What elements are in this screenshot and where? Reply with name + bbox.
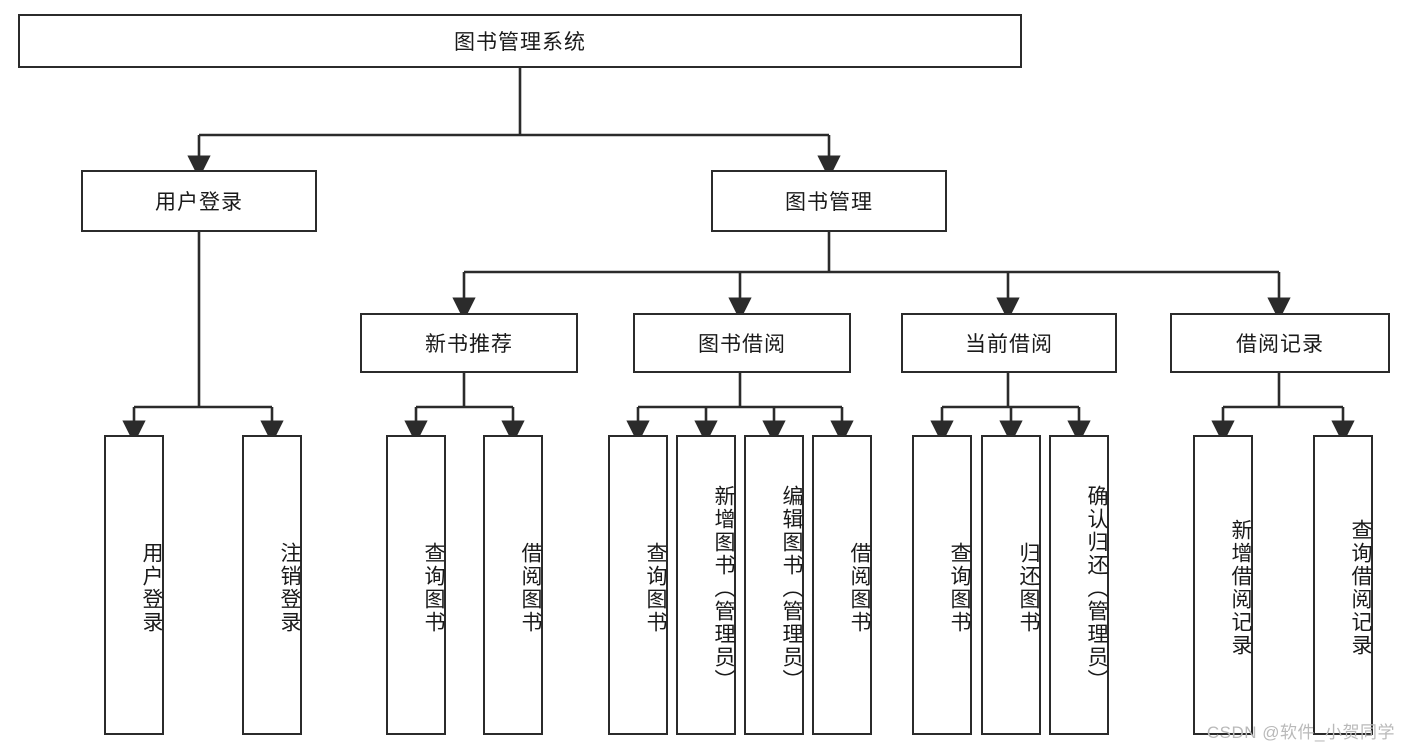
node-label: 查询借阅记录 [1349,519,1372,657]
node-label: 查询图书 [422,542,445,634]
leaf-borrow-add-book-admin[interactable]: 新增图书（管理员） [676,435,736,735]
leaf-current-return-book[interactable]: 归还图书 [981,435,1041,735]
leaf-current-confirm-return-admin[interactable]: 确认归还（管理员） [1049,435,1109,735]
node-label: 归还图书 [1017,542,1040,634]
node-label: 借阅图书 [848,542,871,634]
node-label: 图书管理 [785,191,873,214]
node-label: 查询图书 [644,542,667,634]
node-label: 新增图书（管理员） [712,484,735,692]
leaf-recommend-query-book[interactable]: 查询图书 [386,435,446,735]
node-label: 查询图书 [948,542,971,634]
node-label: 确认归还（管理员） [1085,484,1108,692]
node-label: 新增借阅记录 [1229,519,1252,657]
leaf-user-login[interactable]: 用户登录 [104,435,164,735]
node-label: 图书借阅 [698,333,786,356]
leaf-recommend-borrow-book[interactable]: 借阅图书 [483,435,543,735]
node-book-borrow[interactable]: 图书借阅 [633,313,851,373]
leaf-user-logout[interactable]: 注销登录 [242,435,302,735]
node-root-system[interactable]: 图书管理系统 [18,14,1022,68]
node-label: 注销登录 [278,542,301,634]
node-label: 新书推荐 [425,333,513,356]
leaf-current-query-book[interactable]: 查询图书 [912,435,972,735]
node-book-management[interactable]: 图书管理 [711,170,947,232]
leaf-record-query-record[interactable]: 查询借阅记录 [1313,435,1373,735]
watermark: CSDN @软件_小贺同学 [1206,723,1395,742]
node-label: 用户登录 [140,542,163,634]
node-label: 编辑图书（管理员） [780,484,803,692]
node-label: 图书管理系统 [454,31,586,54]
node-label: 当前借阅 [965,333,1053,356]
leaf-record-add-record[interactable]: 新增借阅记录 [1193,435,1253,735]
node-label: 借阅图书 [519,542,542,634]
node-user-login[interactable]: 用户登录 [81,170,317,232]
node-current-borrow[interactable]: 当前借阅 [901,313,1117,373]
leaf-borrow-edit-book-admin[interactable]: 编辑图书（管理员） [744,435,804,735]
node-label: 用户登录 [155,191,243,214]
leaf-borrow-borrow-book[interactable]: 借阅图书 [812,435,872,735]
node-borrow-record[interactable]: 借阅记录 [1170,313,1390,373]
node-new-book-recommend[interactable]: 新书推荐 [360,313,578,373]
leaf-borrow-query-book[interactable]: 查询图书 [608,435,668,735]
node-label: 借阅记录 [1236,333,1324,356]
